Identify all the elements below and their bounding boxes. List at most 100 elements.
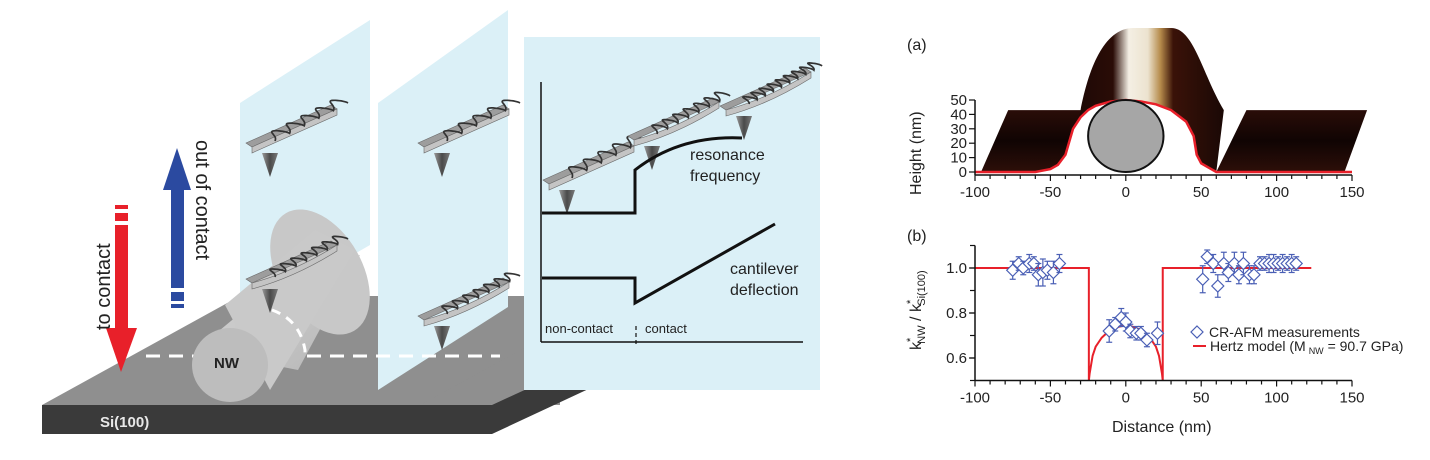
- x-tick-label: 50: [1193, 184, 1210, 201]
- afm-schematic: Si(100) NW to contact: [42, 10, 823, 434]
- x-tick-label: 50: [1193, 390, 1210, 407]
- data-point: [1150, 321, 1165, 346]
- y-tick-label: 40: [950, 106, 967, 123]
- data-point: [1140, 332, 1154, 348]
- diamond-marker: [1118, 315, 1133, 329]
- ylabel-sup2: *: [905, 299, 917, 304]
- nanowire-label: NW: [214, 355, 240, 372]
- to-contact-arrow: [106, 205, 137, 372]
- x-tick-label: -50: [1040, 390, 1062, 407]
- spring-icon: [567, 135, 646, 179]
- cantilever-beam: [725, 71, 812, 117]
- inset-graph: resonance frequency cantilever deflectio…: [540, 82, 803, 345]
- y-tick-label: 0.6: [946, 350, 967, 367]
- cantilever-tip: [262, 153, 278, 177]
- diamond-marker: [1236, 256, 1251, 271]
- deflection-label-1: cantilever: [730, 261, 799, 278]
- y-tick-label: 30: [950, 121, 967, 138]
- ylabel-sep: / k: [908, 303, 925, 325]
- cantilever-icon: [417, 272, 521, 350]
- cantilever-beam: [423, 108, 510, 154]
- x-tick-label: -100: [960, 184, 990, 201]
- data-point: [1118, 312, 1133, 332]
- cantilever-icon: [719, 62, 823, 140]
- panel-label-b: (b): [907, 228, 927, 245]
- resonance-label-2: frequency: [690, 168, 760, 185]
- spring-icon: [269, 235, 349, 278]
- y-tick-label: 1.0: [946, 260, 967, 277]
- to-contact-label: to contact: [93, 243, 115, 330]
- cantilever-beam: [251, 108, 338, 154]
- diamond-marker: [1210, 279, 1225, 293]
- data-point: [1026, 256, 1041, 271]
- diamond-marker: [1247, 267, 1261, 282]
- data-point: [1247, 265, 1261, 285]
- spring-icon: [442, 99, 521, 142]
- cantilever-beam: [633, 101, 720, 147]
- diamond-marker: [1221, 265, 1236, 280]
- plot-b-xlabel: Distance (nm): [1112, 419, 1212, 436]
- y-tick-label: 50: [950, 92, 967, 109]
- nanowire: NW: [192, 209, 370, 402]
- ylabel-sub2: Si(100): [916, 270, 928, 305]
- cantilever-icon: [245, 235, 349, 313]
- plot-b-ylabel: k*NW / k*Si(100): [905, 270, 928, 350]
- x-tick-label: 150: [1339, 390, 1364, 407]
- deflection-label-2: deflection: [730, 282, 799, 299]
- x-tick-label: 100: [1264, 390, 1289, 407]
- cantilever-icon: [245, 99, 349, 177]
- cantilever-tip: [559, 190, 575, 214]
- diamond-marker: [1206, 256, 1221, 271]
- ylabel-sub1: NW: [916, 325, 928, 344]
- diamond-marker: [1289, 256, 1304, 271]
- spring-icon: [741, 62, 823, 105]
- legend-label-measurements: CR-AFM measurements: [1209, 324, 1360, 340]
- x-tick-label: 100: [1264, 184, 1289, 201]
- contact-label: contact: [645, 321, 687, 336]
- diamond-marker: [1140, 333, 1154, 347]
- cantilever-tip: [434, 153, 450, 177]
- x-tick-label: -50: [1040, 184, 1062, 201]
- y-tick-label: 0.8: [946, 305, 967, 322]
- nanowire-end-face: [192, 328, 268, 402]
- panel-label-a: (a): [907, 37, 927, 54]
- cantilever-tip: [736, 116, 752, 140]
- cantilever-tip: [262, 289, 278, 313]
- diamond-marker: [1150, 326, 1165, 341]
- diamond-marker: [1216, 256, 1231, 271]
- cantilever-deflection-curve: [542, 222, 776, 306]
- data-point: [1195, 265, 1210, 294]
- plot-a-ylabel: Height (nm): [908, 111, 925, 195]
- spring-icon: [270, 99, 349, 142]
- cantilever-icon: [417, 99, 521, 177]
- data-point: [1206, 253, 1221, 274]
- y-tick-label: 0: [959, 164, 967, 181]
- data-point: [1236, 251, 1251, 276]
- spring-icon: [651, 91, 731, 135]
- out-of-contact-arrow: [163, 148, 191, 308]
- out-of-contact-label: out of contact: [191, 140, 213, 261]
- spring-icon: [441, 272, 521, 315]
- data-point: [1227, 251, 1242, 276]
- data-point: [1210, 274, 1225, 298]
- cantilever-beam: [423, 281, 510, 327]
- nanowire-cross-section: [1087, 99, 1165, 173]
- x-tick-label: 150: [1339, 184, 1364, 201]
- cantilever-beam: [548, 145, 635, 191]
- y-tick-label: 10: [950, 150, 967, 167]
- substrate-side: [42, 405, 492, 434]
- cantilever-beam: [251, 244, 338, 290]
- y-tick-label: 20: [950, 135, 967, 152]
- x-tick-label: -100: [960, 390, 990, 407]
- resonance-label-1: resonance: [690, 147, 765, 164]
- substrate-label: Si(100): [100, 414, 149, 431]
- data-point: [1052, 253, 1067, 274]
- diamond-marker: [1195, 272, 1210, 287]
- diamond-marker: [1026, 256, 1041, 271]
- cantilever-tip: [434, 326, 450, 350]
- x-tick-label: 0: [1122, 184, 1130, 201]
